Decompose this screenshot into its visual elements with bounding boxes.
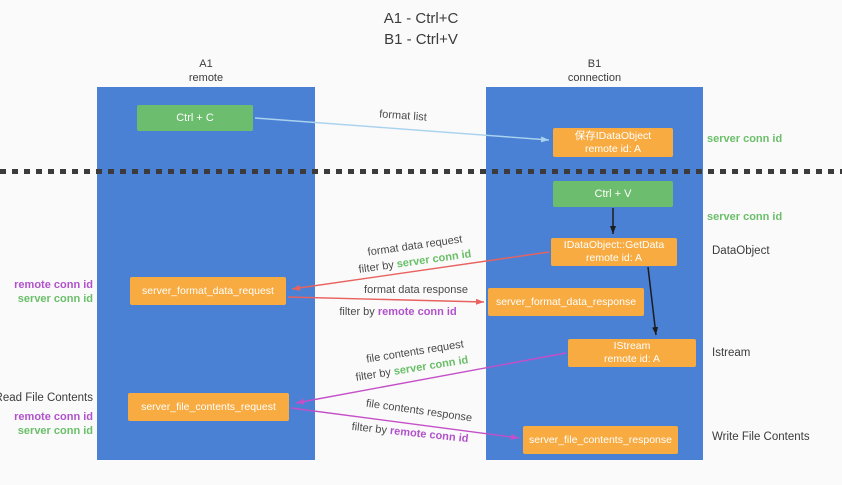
filter-by-text: filter by: [354, 365, 395, 384]
filter-by-text: filter by: [351, 420, 391, 437]
server-conn-id-side-label-mid: server conn id: [707, 211, 783, 223]
title-line-1: A1 - Ctrl+C: [383, 10, 459, 27]
idataobject-getdata-node: IDataObject::GetData remote id: A: [551, 238, 677, 266]
remote-conn-id-left-label-2: remote conn id: [14, 411, 93, 423]
column-header-a1: A1 remote: [97, 57, 315, 85]
arrow-format-data-response: [287, 296, 485, 305]
getdata-line2: remote id: A: [585, 252, 643, 264]
column-b1-name: B1: [587, 58, 602, 70]
save-idataobject-line2: remote id: A: [584, 142, 642, 155]
dataobject-side-label: DataObject: [712, 245, 770, 257]
remote-conn-id-left-label-1: remote conn id: [14, 279, 93, 291]
server-file-contents-request-label: server_file_contents_request: [141, 400, 276, 413]
phase-divider-dotted-line: [0, 169, 842, 174]
server-format-data-request-label: server_format_data_request: [142, 284, 274, 297]
column-a1-name: A1: [199, 58, 213, 70]
ctrl-c-label: Ctrl + C: [176, 112, 214, 124]
server-conn-id-left-label-1: server conn id: [17, 293, 93, 305]
istream-side-label: Istream: [712, 347, 751, 359]
server-conn-id-left-label-2: server conn id: [17, 425, 93, 437]
filter-by-text: filter by: [339, 306, 378, 318]
format-list-label: format list: [378, 108, 428, 124]
istream-line1: IStream: [613, 340, 651, 352]
server-file-contents-response-label: server_file_contents_response: [528, 433, 672, 446]
file-contents-response-label: file contents response: [365, 397, 473, 425]
ctrl-c-button[interactable]: Ctrl + C: [137, 105, 253, 131]
ctrl-v-button[interactable]: Ctrl + V: [553, 181, 673, 207]
save-idataobject-node: 保存IDataObject remote id: A: [553, 128, 673, 157]
write-file-contents-label: Write File Contents: [712, 431, 810, 443]
filter-by-text: filter by: [357, 258, 398, 276]
save-idataobject-line1: 保存IDataObject: [574, 129, 652, 142]
remote-conn-id-text: remote conn id: [389, 424, 469, 446]
istream-line2: remote id: A: [603, 353, 661, 365]
getdata-line1: IDataObject::GetData: [563, 239, 665, 251]
remote-conn-id-text: remote conn id: [377, 306, 457, 318]
column-a1-subtitle: remote: [188, 72, 224, 84]
diagram-title: A1 - Ctrl+C B1 - Ctrl+V: [0, 8, 842, 50]
column-b1-subtitle: connection: [567, 72, 622, 84]
format-data-response-label: format data response: [364, 284, 468, 296]
server-conn-id-side-label-top: server conn id: [707, 133, 783, 145]
server-format-data-request-node: server_format_data_request: [130, 277, 286, 305]
server-format-data-response-node: server_format_data_response: [488, 288, 644, 316]
column-header-b1: B1 connection: [486, 57, 703, 85]
filter-by-remote-conn-id-label-1: filter by remote conn id: [339, 306, 456, 318]
istream-node: IStream remote id: A: [568, 339, 696, 367]
filter-by-remote-conn-id-label-2: filter by remote conn id: [351, 421, 469, 445]
server-file-contents-response-node: server_file_contents_response: [523, 426, 678, 454]
server-file-contents-request-node: server_file_contents_request: [128, 393, 289, 421]
server-format-data-response-label: server_format_data_response: [495, 295, 637, 308]
read-file-contents-label: Read File Contents: [0, 392, 93, 404]
ctrl-v-label: Ctrl + V: [594, 188, 632, 200]
title-line-2: B1 - Ctrl+V: [384, 31, 458, 48]
